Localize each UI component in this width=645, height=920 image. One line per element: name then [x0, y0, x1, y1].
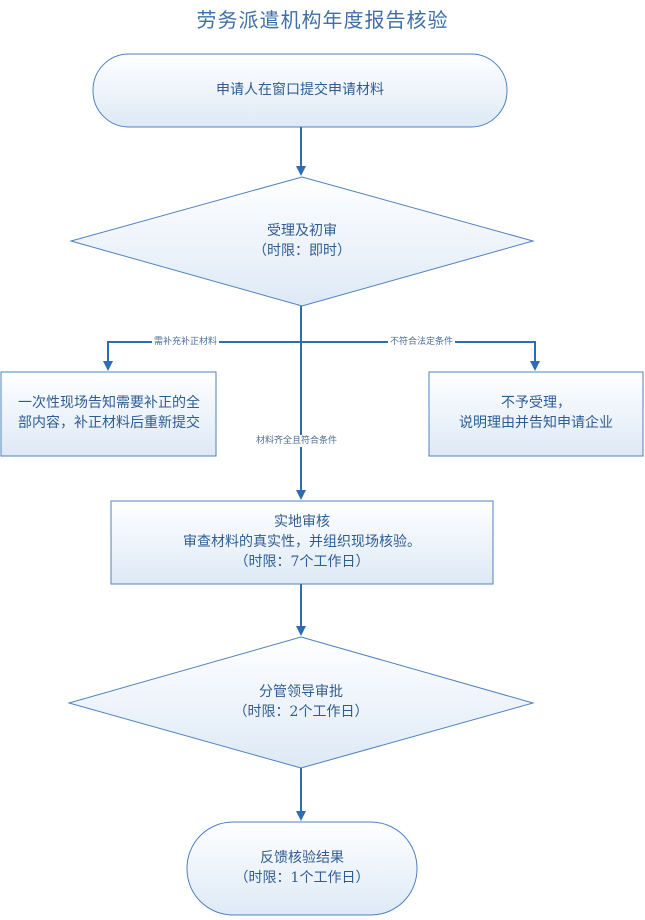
- approve-title: 分管领导审批: [259, 684, 343, 700]
- edge-label-qualified: 材料齐全且符合条件: [254, 435, 340, 447]
- result-label: 反馈核验结果 （时限：1个工作日）: [187, 848, 417, 888]
- arrow-to-reject: [301, 341, 540, 371]
- supplement-line-2: 部内容，补正材料后重新提交: [18, 415, 200, 431]
- reject-label: 不予受理， 说明理由并告知申请企业: [429, 393, 643, 433]
- inspect-description: 审查材料的真实性，并组织现场核验。: [183, 534, 421, 550]
- inspect-title: 实地审核: [274, 514, 330, 530]
- review-time-limit: （时限：即时）: [253, 243, 351, 259]
- page-title: 劳务派遣机构年度报告核验: [196, 8, 449, 32]
- supplement-box: [0, 371, 217, 457]
- reject-box: [428, 371, 644, 457]
- inspect-label: 实地审核 审查材料的真实性，并组织现场核验。 （时限：7个工作日）: [111, 512, 493, 572]
- approve-time-limit: （时限：2个工作日）: [233, 704, 369, 720]
- reject-line-2: 说明理由并告知申请企业: [459, 415, 613, 431]
- result-title: 反馈核验结果: [260, 850, 344, 866]
- edge-label-need-supplement: 需补充补正材料: [152, 336, 220, 348]
- approve-label: 分管领导审批 （时限：2个工作日）: [69, 682, 533, 722]
- review-title: 受理及初审: [267, 223, 337, 239]
- inspect-time-limit: （时限：7个工作日）: [234, 554, 370, 570]
- reject-line-1: 不予受理，: [501, 395, 571, 411]
- review-label: 受理及初审 （时限：即时）: [71, 221, 533, 261]
- supplement-line-1: 一次性现场告知需要补正的全: [18, 395, 200, 411]
- edge-label-not-qualified: 不符合法定条件: [388, 336, 456, 348]
- result-terminator: [186, 821, 418, 916]
- supplement-label: 一次性现场告知需要补正的全 部内容，补正材料后重新提交: [3, 393, 215, 433]
- inspect-box: [110, 500, 494, 585]
- result-time-limit: （时限：1个工作日）: [234, 870, 370, 886]
- arrow-to-supplement: [103, 341, 301, 371]
- start-label: 申请人在窗口提交申请材料: [216, 82, 384, 98]
